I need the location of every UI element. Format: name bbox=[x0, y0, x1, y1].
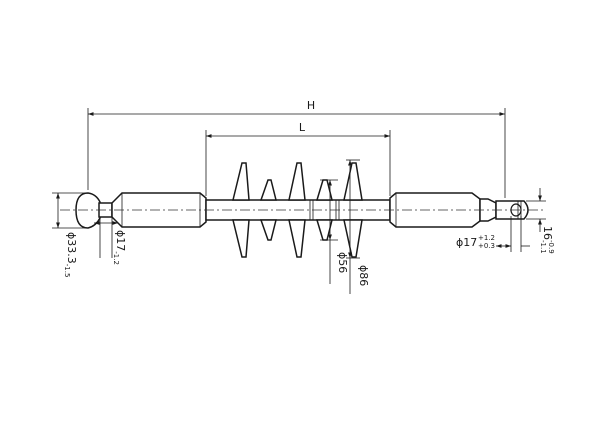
svg-text:ϕ56: ϕ56 bbox=[336, 252, 349, 273]
tol-lower-16: -1.1 bbox=[539, 240, 547, 254]
left-end-fitting bbox=[75, 192, 101, 229]
svg-text:ϕ17-1.2: ϕ17-1.2 bbox=[112, 230, 127, 265]
symbol-phi-56: ϕ bbox=[336, 252, 349, 259]
value-17: 17 bbox=[114, 237, 127, 251]
dimension-clevis-hole-diameter: ϕ17 +1.2 +0.3 bbox=[456, 216, 530, 252]
tol-upper-hole: +1.2 bbox=[478, 234, 495, 242]
dimension-shed-diameter: ϕ86 bbox=[346, 159, 370, 294]
svg-text:ϕ86: ϕ86 bbox=[357, 265, 370, 286]
symbol-phi-17-hole: ϕ bbox=[456, 236, 463, 249]
label-h: H bbox=[307, 99, 315, 112]
dimension-core-diameter: ϕ56 bbox=[320, 179, 349, 284]
shed-small-1 bbox=[259, 179, 277, 241]
value-56: 56 bbox=[336, 259, 349, 273]
svg-text:ϕ33.3-1.5: ϕ33.3-1.5 bbox=[63, 232, 78, 277]
value-86: 86 bbox=[357, 272, 370, 286]
tol-upper-16: -0.9 bbox=[547, 240, 555, 254]
dimension-pin-neck-diameter: ϕ17-1.2 bbox=[94, 217, 127, 265]
tol-33: -1.5 bbox=[63, 264, 71, 278]
shed-large-1 bbox=[232, 162, 250, 258]
dimension-insulation-length: L bbox=[205, 121, 391, 196]
svg-text:16: 16 bbox=[541, 226, 554, 240]
dimension-end-fitting-diameter: ϕ33.3-1.5 bbox=[52, 192, 86, 277]
tol-17: -1.2 bbox=[112, 251, 120, 265]
tol-lower-hole: +0.3 bbox=[478, 242, 495, 250]
value-17-hole: 17 bbox=[463, 236, 477, 249]
symbol-phi-17: ϕ bbox=[114, 230, 127, 237]
shed-large-2 bbox=[288, 162, 306, 258]
symbol-phi-33: ϕ bbox=[65, 232, 78, 239]
label-l: L bbox=[299, 121, 306, 134]
dimension-clevis-slot-width: 16 -0.9 -1.1 bbox=[526, 188, 555, 254]
value-16: 16 bbox=[541, 226, 554, 240]
symbol-phi-86: ϕ bbox=[357, 265, 370, 272]
dimension-total-length: H bbox=[87, 99, 506, 198]
svg-text:ϕ17: ϕ17 bbox=[456, 236, 477, 249]
value-33: 33.3 bbox=[65, 239, 78, 264]
